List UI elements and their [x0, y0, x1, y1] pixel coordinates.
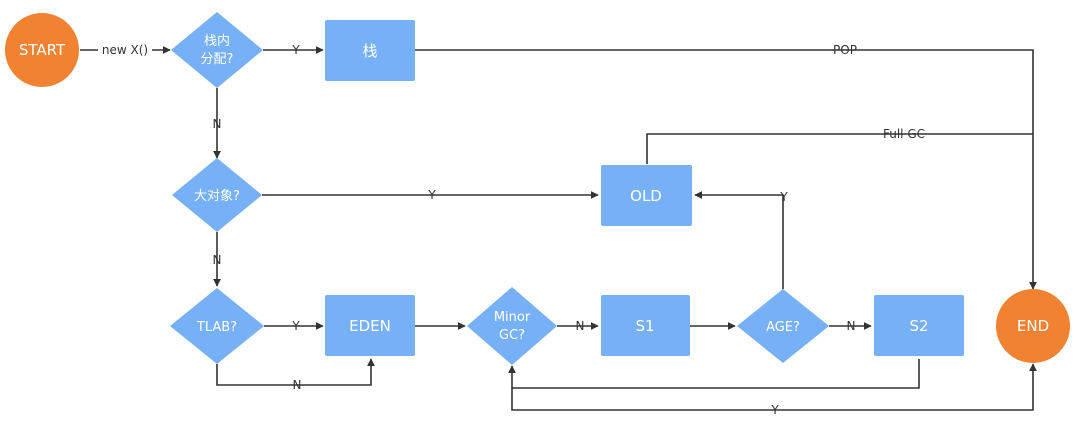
- label-big-yes: Y: [427, 188, 436, 202]
- node-old: OLD: [601, 165, 692, 226]
- node-s1: S1: [601, 295, 690, 356]
- node-end-label: END: [1017, 317, 1049, 335]
- node-s2-label: S2: [909, 317, 928, 335]
- node-stack-alloc-decision: 栈内 分配?: [171, 12, 263, 88]
- node-tlab-label: TLAB?: [196, 320, 237, 335]
- node-tlab-decision: TLAB?: [170, 288, 264, 364]
- edge-s2-to-minor-gc: [508, 359, 920, 389]
- node-minor-gc-decision: Minor GC?: [467, 287, 557, 365]
- label-big-no: N: [213, 253, 222, 267]
- node-minor-gc-label-1: Minor: [494, 310, 531, 325]
- label-age-yes: Y: [779, 190, 788, 204]
- node-big-object-decision: 大对象?: [172, 158, 262, 232]
- label-stack-no: N: [213, 117, 222, 131]
- label-pop: POP: [833, 43, 857, 57]
- label-minor-no: N: [576, 319, 585, 333]
- node-age-decision: AGE?: [737, 289, 829, 363]
- label-stack-yes: Y: [291, 43, 300, 57]
- node-stack-label: 栈: [362, 42, 377, 60]
- node-minor-gc-label-2: GC?: [499, 328, 525, 343]
- label-tlab-no: N: [293, 378, 302, 392]
- node-old-label: OLD: [630, 187, 662, 205]
- node-stack-alloc-label-1: 栈内: [204, 33, 230, 49]
- label-age-no: N: [847, 319, 856, 333]
- node-stack-alloc-label-2: 分配?: [201, 52, 234, 67]
- node-start-label: START: [19, 41, 66, 59]
- label-new-x: new X(): [102, 43, 148, 57]
- edge-minor-gc-to-end: [511, 363, 1037, 411]
- label-loop-yes: Y: [770, 403, 779, 417]
- node-age-label: AGE?: [766, 320, 800, 335]
- node-s1-label: S1: [635, 317, 654, 335]
- node-s2: S2: [874, 295, 964, 356]
- edge-old-full-gc: [646, 133, 1033, 164]
- node-stack: 栈: [325, 20, 415, 81]
- node-eden: EDEN: [325, 295, 415, 356]
- edge-age-to-old: [694, 191, 784, 289]
- edge-tlab-to-eden-no: [216, 358, 375, 386]
- node-end: END: [996, 289, 1070, 363]
- node-big-object-label: 大对象?: [194, 189, 240, 204]
- node-eden-label: EDEN: [349, 317, 391, 335]
- node-start: START: [5, 13, 79, 87]
- edge-stack-to-end-pop: [415, 49, 1037, 290]
- label-full-gc: Full GC: [883, 127, 925, 141]
- label-tlab-yes: Y: [291, 319, 300, 333]
